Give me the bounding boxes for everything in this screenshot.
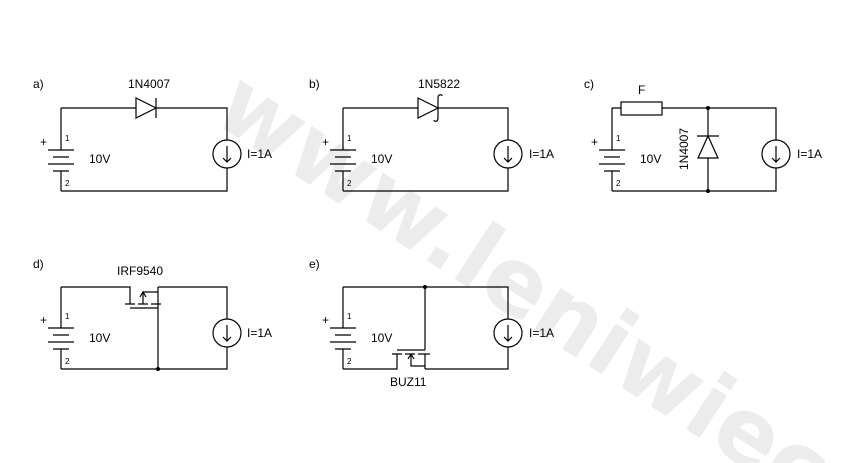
junction-dot <box>156 367 160 371</box>
current-source-icon <box>493 318 523 348</box>
diode-label: 1N4007 <box>677 128 691 170</box>
current-source-label: I=1A <box>529 147 554 161</box>
watermark: www.leniwiec.org <box>198 49 850 463</box>
current-source-label: I=1A <box>247 147 272 161</box>
current-source-icon <box>212 318 242 348</box>
mosfet-label: BUZ11 <box>390 375 427 389</box>
battery-voltage: 10V <box>640 152 661 166</box>
battery-voltage: 10V <box>371 331 392 345</box>
diode-label: 1N5822 <box>418 77 460 91</box>
junction-dot <box>706 106 710 110</box>
battery: + 1 2 10V <box>40 108 110 191</box>
battery-voltage: 10V <box>371 152 392 166</box>
battery-pin-2: 2 <box>65 179 70 188</box>
current-source-icon <box>493 139 523 169</box>
battery-voltage: 10V <box>89 331 110 345</box>
current-source-icon <box>761 139 791 169</box>
battery-pin-2: 2 <box>347 179 352 188</box>
battery-plus-sign: + <box>40 313 47 327</box>
circuit-label: a) <box>33 77 44 91</box>
circuit-c: c) + 1 2 10V F 1N4007 I=1A <box>584 77 822 193</box>
current-source-label: I=1A <box>797 147 822 161</box>
circuit-label: c) <box>584 77 594 91</box>
battery: + 1 2 10V <box>322 108 392 191</box>
wire <box>343 107 509 192</box>
current-source-label: I=1A <box>529 326 554 340</box>
battery-pin-1: 1 <box>65 312 70 321</box>
diode-icon <box>697 134 719 159</box>
battery-pin-2: 2 <box>347 357 352 366</box>
battery-pin-1: 1 <box>65 134 70 143</box>
circuit-label: b) <box>309 77 320 91</box>
wire <box>612 107 777 192</box>
current-source-label: I=1A <box>247 326 272 340</box>
mosfet-label: IRF9540 <box>117 264 163 278</box>
fuse-label: F <box>638 83 645 97</box>
circuit-b: b) + 1 2 10V 1N5822 I=1A <box>309 77 554 192</box>
battery: + 1 2 10V <box>322 287 392 369</box>
diode-label: 1N4007 <box>128 77 170 91</box>
battery: + 1 2 10V <box>40 287 110 369</box>
battery-plus-sign: + <box>322 135 329 149</box>
junction-dot <box>423 285 427 289</box>
battery-plus-sign: + <box>40 135 47 149</box>
battery-plus-sign: + <box>591 135 598 149</box>
n-mosfet-icon <box>392 349 430 367</box>
circuit-d: d) + 1 2 10V IRF9540 I=1A <box>33 257 272 371</box>
circuit-label: e) <box>309 257 320 271</box>
battery-pin-1: 1 <box>616 134 621 143</box>
wire <box>343 286 509 370</box>
battery-pin-1: 1 <box>347 312 352 321</box>
diode-icon <box>135 97 158 119</box>
battery-voltage: 10V <box>89 152 110 166</box>
battery-plus-sign: + <box>322 313 329 327</box>
wire <box>61 107 228 192</box>
schottky-diode-icon <box>417 94 443 122</box>
circuit-e: e) + 1 2 10V BUZ11 I=1A <box>309 257 554 389</box>
circuit-label: d) <box>33 257 44 271</box>
battery-pin-2: 2 <box>65 357 70 366</box>
fuse-icon <box>620 101 663 116</box>
battery: + 1 2 10V <box>591 108 661 191</box>
wire <box>61 286 228 370</box>
circuit-a: a) + 1 2 10V 1N4007 I=1A <box>33 77 272 192</box>
current-source-icon <box>212 139 242 169</box>
battery-pin-2: 2 <box>616 179 621 188</box>
p-mosfet-icon <box>125 290 161 309</box>
junction-dot <box>706 189 710 193</box>
battery-pin-1: 1 <box>347 134 352 143</box>
